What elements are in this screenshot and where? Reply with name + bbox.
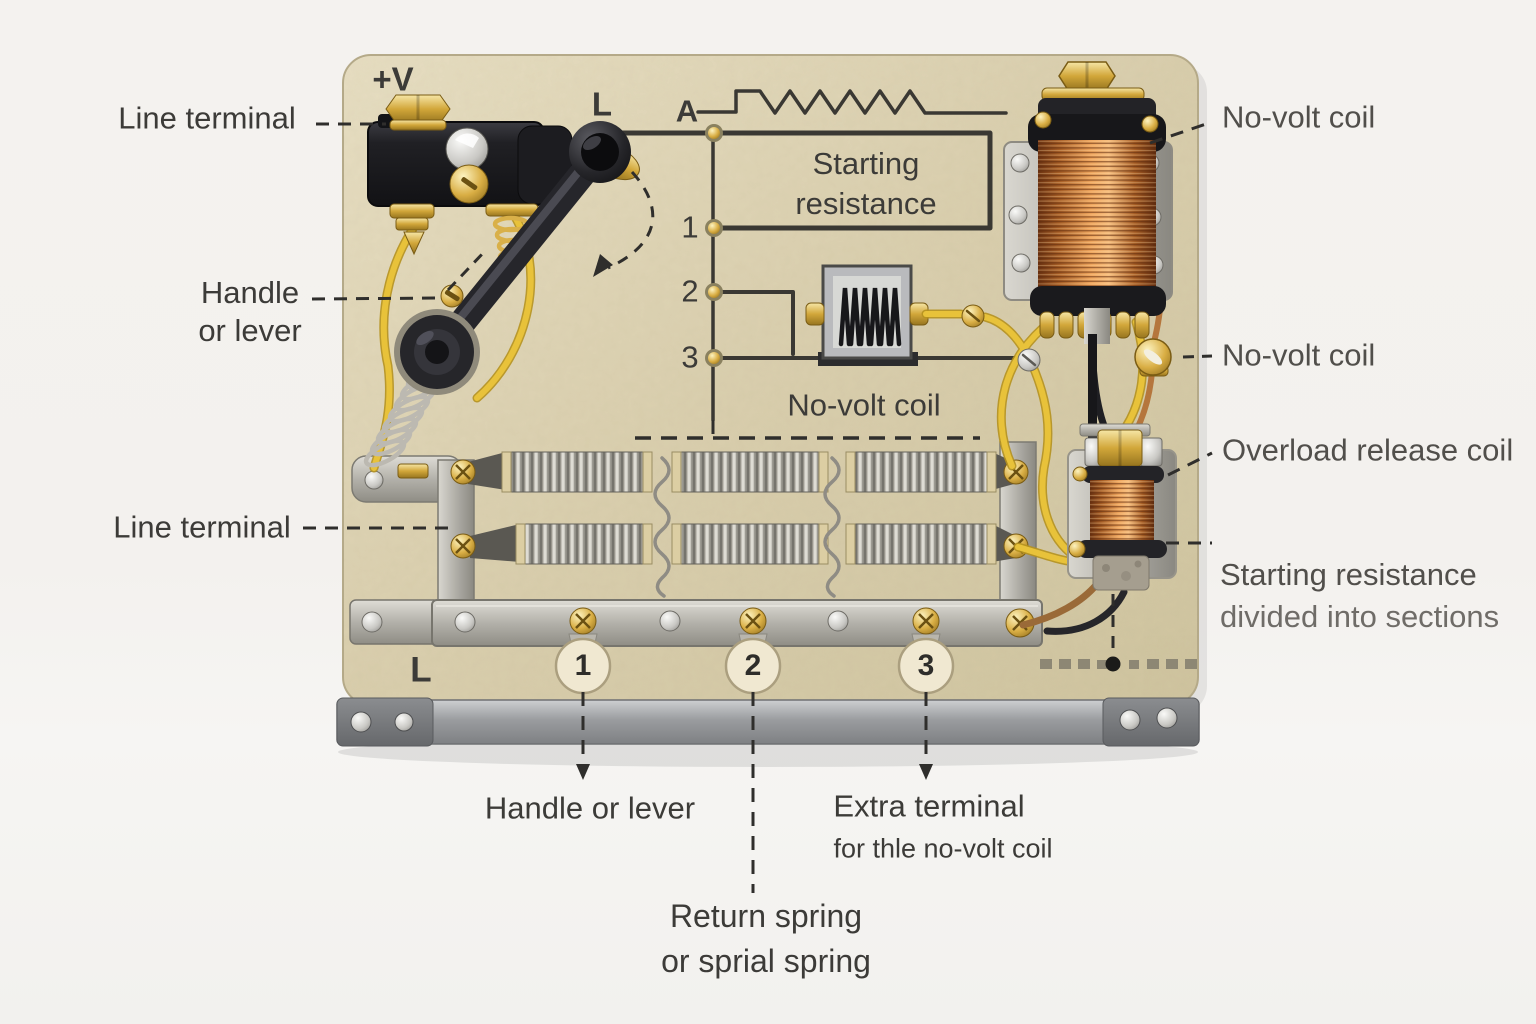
position-dot [1105, 656, 1121, 672]
l-handle-label: L [591, 85, 613, 123]
no-volt-coil-right-label-1: No-volt coil [1222, 99, 1376, 135]
traverse-dots [1040, 656, 1197, 672]
lever-arm [426, 138, 614, 364]
tag-number-1: 1 [574, 649, 592, 682]
no-volt-coil-box [805, 264, 929, 366]
handle-or-lever-left-label: Handle or lever [198, 275, 302, 348]
extra-terminal-label: Extra terminal [833, 788, 1025, 824]
bottom-terminal-row [361, 607, 1035, 695]
tag-number-2: 2 [744, 649, 762, 682]
line-terminal-left-label: Line terminal [113, 509, 291, 545]
l-bottom-label: L [410, 650, 432, 690]
terminal-tag-1 [554, 607, 612, 695]
tap-2-label: 2 [681, 273, 699, 309]
plus-v-label: +V [372, 60, 414, 98]
arc-arrowhead [593, 254, 613, 277]
return-spring-label: Return spring or sprial spring [661, 898, 871, 979]
lever-knob [569, 121, 640, 183]
mounting-base-rail [336, 697, 1200, 747]
down-arrow-1 [576, 764, 590, 780]
spring-symbol [838, 287, 902, 347]
motion-arc [607, 170, 655, 270]
starting-resistance-symbol [696, 89, 1008, 115]
extra-terminal-sub-label: for thle no-volt coil [833, 833, 1053, 864]
handle-or-lever-bottom-label: Handle or lever [484, 790, 696, 826]
overload-release-coil-component [1067, 423, 1177, 591]
annotation-leaders [303, 120, 1213, 893]
no-volt-coil-right-label-2: No-volt coil [1222, 337, 1376, 373]
line-terminal-top-label: Line terminal [118, 100, 296, 136]
lever-pivot [394, 309, 480, 395]
plunger-rod [1088, 334, 1097, 464]
tag-number-3: 3 [917, 649, 935, 682]
no-volt-coil-center-label: No-volt coil [787, 387, 941, 423]
a-terminal-label: A [675, 93, 699, 129]
no-volt-coil-component [1003, 61, 1173, 464]
starting-resistance-divided-label: Starting resistance divided into section… [1220, 557, 1500, 634]
contact-studs [705, 124, 723, 367]
connection-wires [369, 127, 1166, 635]
coil-link-wires [653, 456, 841, 598]
no-volt-coil-terminal [1134, 338, 1172, 377]
tap-3-label: 3 [681, 339, 699, 375]
terminal-block [367, 94, 573, 265]
terminal-tag-2 [724, 607, 782, 695]
overload-release-coil-label: Overload release coil [1222, 432, 1514, 468]
handle-assembly [363, 94, 640, 468]
starting-resistance-coils [450, 451, 1029, 598]
down-arrow-3 [919, 764, 933, 780]
tap-1-label: 1 [681, 209, 699, 245]
starting-resistance-label: Starting resistance [795, 146, 937, 221]
